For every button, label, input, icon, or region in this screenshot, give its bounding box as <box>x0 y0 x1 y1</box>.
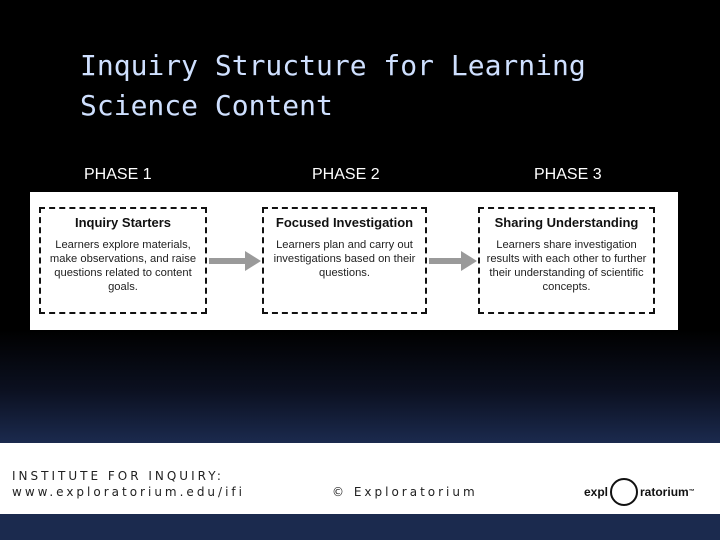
focused-investigation-box: Focused Investigation Learners plan and … <box>262 207 427 314</box>
copyright-text: © Exploratorium <box>332 485 478 499</box>
exploratorium-logo: expl ratorium ™ <box>584 477 695 507</box>
institute-url: www.exploratorium.edu/ifi <box>12 485 245 499</box>
box-title: Focused Investigation <box>275 215 414 230</box>
sharing-understanding-box: Sharing Understanding Learners share inv… <box>478 207 655 314</box>
logo-text-right: ratorium <box>640 485 689 499</box>
arrow-right-icon <box>429 249 477 273</box>
box-title: Sharing Understanding <box>494 215 639 230</box>
box-text: Learners plan and carry out investigatio… <box>273 239 416 279</box>
title-line-1: Inquiry Structure for Learning <box>80 49 586 82</box>
slide-title: Inquiry Structure for Learning Science C… <box>80 46 680 126</box>
title-line-2: Science Content <box>80 89 333 122</box>
phase-1-label: PHASE 1 <box>84 166 152 183</box>
bottom-band <box>0 514 720 540</box>
box-title: Inquiry Starters <box>74 215 172 230</box>
circle-icon <box>610 478 639 506</box>
box-text: Learners explore materials, make observa… <box>49 239 197 293</box>
inquiry-diagram: Inquiry Starters Learners explore materi… <box>30 192 678 330</box>
inquiry-starters-box: Inquiry Starters Learners explore materi… <box>39 207 207 314</box>
phase-2-label: PHASE 2 <box>312 166 380 183</box>
institute-name: INSTITUTE FOR INQUIRY: <box>12 469 224 483</box>
footer-banner: INSTITUTE FOR INQUIRY: www.exploratorium… <box>0 443 720 514</box>
phase-3-label: PHASE 3 <box>534 166 602 183</box>
box-text: Learners share investigation results wit… <box>486 239 647 293</box>
arrow-right-icon <box>209 249 261 273</box>
trademark-mark: ™ <box>688 489 695 495</box>
logo-text-left: expl <box>584 485 609 499</box>
